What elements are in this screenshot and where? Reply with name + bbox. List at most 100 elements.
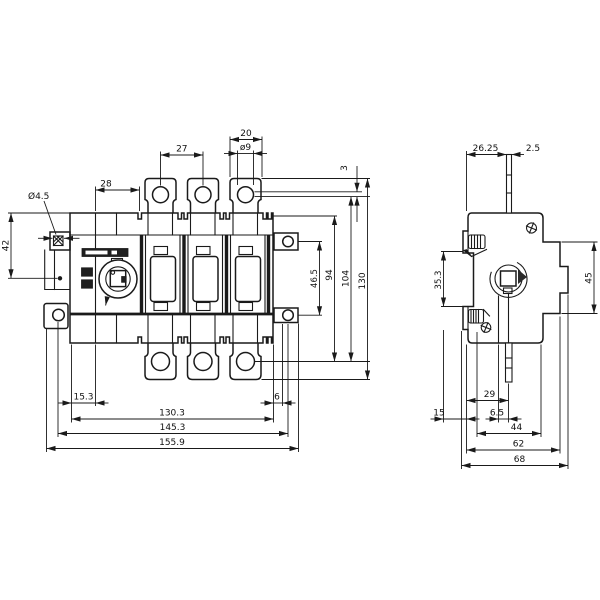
dim-label-top-to-handle-center: 42: [2, 240, 12, 251]
dim-rear-offset: 15: [430, 330, 480, 423]
dim-body-span: 94: [273, 215, 338, 362]
dim-label-body-width: 130.3: [159, 409, 185, 419]
dim-tab-width: 20: [229, 129, 263, 177]
dim-overall-depth: 68: [461, 294, 569, 469]
pole-modules: [149, 245, 262, 312]
dim-left-inset: 15.3: [58, 344, 109, 423]
front-body-outline: [69, 212, 274, 344]
dim-bracket-hole-callout: Ø4.5: [28, 191, 80, 241]
shaft-key: [121, 276, 127, 283]
terminal-tab: [144, 343, 177, 381]
dim-handle-section-width: 28: [95, 180, 140, 211]
dim-label-terminal-hole-dia: ø9: [240, 143, 252, 153]
pole-module: [149, 245, 177, 312]
rotary-handle: [81, 248, 138, 306]
dim-body-width: 130.3: [71, 344, 274, 423]
terminal-hole: [236, 185, 255, 204]
front-view: 20 27 ø9 28: [2, 129, 371, 452]
dim-label-pole-pitch: 27: [176, 145, 187, 155]
dim-label-body-span: 94: [325, 269, 335, 281]
dim-shaft-offset: 6.5: [485, 344, 522, 423]
dim-front-to-shaft: 26.25: [466, 144, 507, 211]
dim-body-depth: 62: [466, 316, 561, 454]
dim-overall-width: 155.9: [46, 323, 299, 452]
dim-bracket-hole-span: 46.5: [298, 241, 323, 316]
bracket-hole: [51, 308, 66, 322]
padlock-catch: [81, 267, 93, 277]
dim-overall-height: 130: [261, 178, 371, 380]
bracket-upper-right: [273, 232, 299, 251]
dim-label-bracket-hole-span: 46.5: [310, 269, 320, 288]
dim-front-to-shaft-bottom: 29: [466, 344, 509, 454]
terminal-hole: [193, 351, 213, 372]
dim-label-rear-offset: 15: [433, 409, 444, 419]
side-dimensions: 26.25 2.5 35.3 45: [430, 144, 598, 469]
terminal-hole: [150, 351, 171, 372]
bracket-upper-left: [49, 231, 71, 251]
dim-label-mid-depth: 44: [511, 423, 523, 433]
label-slot: [111, 250, 117, 255]
dim-label-mount-hole-span: 145.3: [160, 423, 186, 433]
dim-label-handle-section-width: 28: [100, 180, 112, 190]
dim-label-terminal-span: 104: [342, 270, 352, 287]
dim-label-right-inset: 6: [274, 393, 280, 403]
bracket-hole: [281, 309, 295, 322]
bracket-hatched-hole: [52, 235, 64, 247]
terminal-hole: [194, 185, 212, 204]
bracket-hole: [281, 235, 295, 248]
din-clip-upper: [462, 234, 488, 258]
dim-label-bracket-hole: Ø4.5: [28, 191, 49, 202]
dim-label-front-to-shaft-bottom: 29: [484, 390, 496, 400]
terminal-hole: [151, 185, 170, 204]
dim-label-overall-width: 155.9: [159, 438, 185, 448]
terminal-hole: [235, 351, 256, 372]
dim-label-left-inset: 15.3: [73, 393, 93, 403]
side-body-outline: [462, 212, 569, 344]
drive-shaft-top: [505, 153, 513, 214]
dim-mount-hole-span: 145.3: [57, 322, 289, 437]
dim-label-din-rail-height: 35.3: [434, 271, 444, 290]
dim-mid-depth: 44: [476, 332, 542, 437]
pole-divider-bars: [139, 234, 271, 315]
dim-label-shaft-width: 2.5: [526, 144, 540, 154]
screw-icon: [480, 321, 492, 334]
bottom-terminals: [144, 343, 262, 381]
dim-shaft-width: 2.5: [506, 144, 540, 158]
dim-handle-zone-height: 45: [561, 241, 598, 314]
dim-label-tab-width: 20: [240, 129, 252, 139]
handle-direction-arrow: [104, 296, 110, 306]
shaft-detail: [502, 287, 513, 295]
dim-right-inset: 6: [260, 324, 296, 406]
screw-icon: [525, 222, 538, 234]
dim-label-overall-height: 130: [358, 272, 368, 289]
front-dimensions: 20 27 ø9 28: [2, 129, 371, 452]
dim-din-rail-height: 35.3: [434, 251, 463, 307]
label-slot: [85, 250, 108, 255]
dim-top-to-handle-center: 42: [2, 212, 70, 279]
terminal-tab: [229, 343, 262, 381]
din-clip-lower: [467, 308, 491, 324]
pole-module: [192, 245, 219, 312]
side-handle-mechanism: [489, 261, 528, 344]
dim-reference-dot: [57, 276, 63, 281]
handle-arc: [489, 261, 528, 298]
bracket-lower-left: [43, 302, 69, 330]
dim-pole-pitch: 27: [160, 145, 204, 186]
dim-label-overall-depth: 68: [514, 455, 526, 465]
dim-label-shaft-offset: 6.5: [490, 409, 504, 419]
terminal-tab: [229, 177, 262, 213]
latch-wedge: [518, 269, 527, 284]
terminal-tab: [186, 343, 220, 381]
handle-inner-ring: [105, 266, 131, 292]
dim-label-front-to-shaft: 26.25: [473, 144, 499, 154]
side-view: 26.25 2.5 35.3 45: [430, 144, 598, 469]
dim-label-body-depth: 62: [513, 440, 524, 450]
mounting-brackets: [43, 231, 299, 330]
bracket-column: [44, 249, 71, 291]
pole-module: [234, 245, 262, 312]
padlock-catch: [81, 279, 93, 289]
strip-divider-lines: [94, 212, 259, 344]
dim-terminal-hole-dia: ø9: [224, 143, 267, 185]
